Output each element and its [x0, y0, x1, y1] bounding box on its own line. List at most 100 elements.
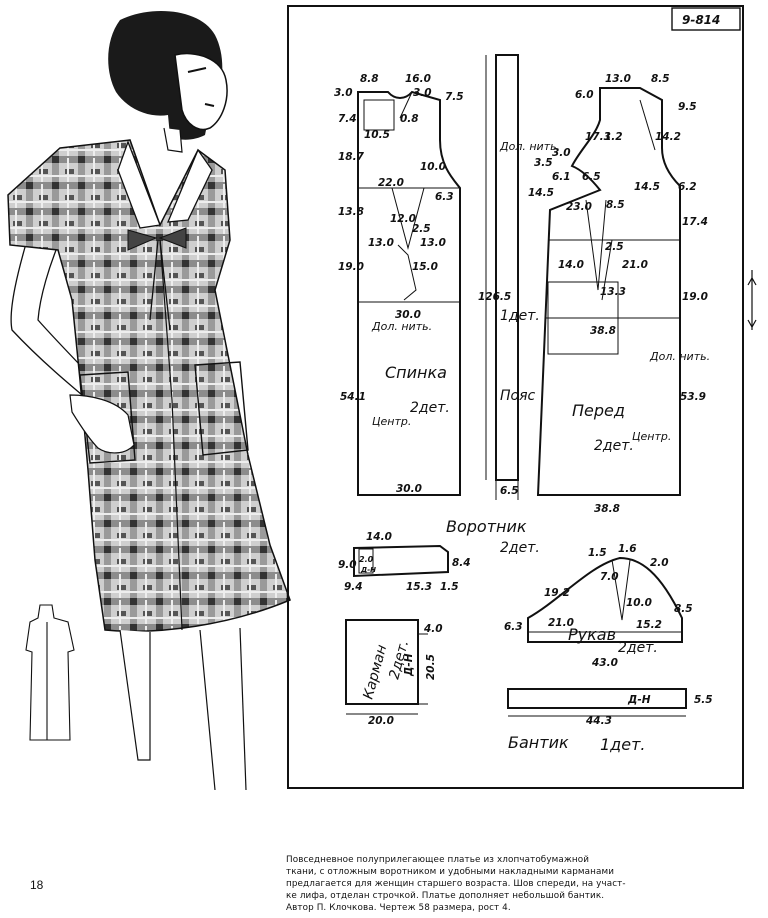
pocket-dim-20-0: 20.0 — [368, 715, 394, 727]
sleeve-dim-1-5: 1.5 — [588, 547, 607, 559]
sleeve-dim-10-0: 10.0 — [626, 597, 652, 609]
sleeve-dim-1-6: 1.6 — [618, 543, 637, 555]
front-dim-9-5: 9.5 — [678, 101, 697, 113]
back-dim-18-7: 18.7 — [338, 151, 365, 163]
collar-dim-9-0: 9.0 — [338, 559, 357, 571]
belt-grain-label: Дол. нить. — [499, 140, 560, 153]
page-number: 18 — [30, 878, 44, 892]
front-dim-8-5a: 8.5 — [651, 73, 670, 85]
back-dim-8-8: 8.8 — [360, 73, 379, 85]
collar-dim-9-4: 9.4 — [344, 581, 363, 593]
pocket-dim-20-5: 20.5 — [425, 654, 437, 680]
back-dim-3-0b: 3.0 — [413, 87, 432, 99]
back-dim-54-1: 54.1 — [340, 391, 366, 403]
back-count: 2дет. — [410, 400, 450, 416]
front-name: Перед — [572, 401, 625, 420]
sheet-frame — [287, 5, 744, 789]
back-dim-7-5: 7.5 — [445, 91, 464, 103]
collar-dim-2-0: 2.0 — [359, 555, 374, 564]
caption-line: Автор П. Клочкова. Чертеж 58 размера, ро… — [286, 903, 511, 913]
caption-line: Повседневное полуприлегающее платье из х… — [286, 855, 590, 865]
front-dim-38-8b: 38.8 — [594, 503, 620, 515]
collar-count: 2дет. — [500, 540, 540, 556]
pocket-mark: Д-Н — [403, 653, 415, 677]
front-dim-6-5: 6.5 — [582, 171, 601, 183]
front-dim-13-0: 13.0 — [605, 73, 631, 85]
front-dim-8-5b: 8.5 — [606, 199, 625, 211]
belt-dim-width: 6.5 — [500, 485, 519, 497]
sleeve-dim-8-5: 8.5 — [674, 603, 693, 615]
front-dim-3-0: 3.0 — [552, 147, 571, 159]
front-piece: 13.0 8.5 6.0 9.5 17.3 1.2 14.2 3.5 3.0 6… — [528, 73, 710, 515]
front-dim-14-5a: 14.5 — [528, 187, 554, 199]
belt-count: 1дет. — [500, 308, 540, 324]
collar-piece: Воротник 2дет. 14.0 9.0 2.0 Д-Н 8.4 9.4 … — [338, 517, 540, 593]
front-count: 2дет. — [594, 438, 634, 454]
sleeve-dim-7-0: 7.0 — [600, 571, 619, 583]
front-dim-6-1: 6.1 — [552, 171, 571, 183]
front-dim-6-2: 6.2 — [678, 181, 697, 193]
back-dim-6-3: 6.3 — [435, 191, 454, 203]
caption-line: предлагается для женщин старшего возраст… — [286, 879, 626, 889]
pocket-dim-4-0: 4.0 — [423, 623, 443, 635]
model-head — [108, 11, 228, 153]
sheet-code: 9-814 — [682, 13, 720, 27]
bow-dim-5-5: 5.5 — [694, 694, 713, 706]
fashion-illustration — [7, 11, 291, 790]
front-grain-label: Дол. нить. — [649, 350, 710, 363]
back-dim-7-4: 7.4 — [338, 113, 357, 125]
back-dim-2-5: 2.5 — [412, 223, 431, 235]
model-legs — [119, 627, 247, 790]
back-dim-12-0: 12.0 — [390, 213, 416, 225]
caption-line: ткани, с отложным воротником и удобными … — [286, 867, 615, 877]
back-name: Спинка — [385, 363, 447, 382]
pocket-piece: Карман 2дет. Д-Н 4.0 20.5 20.0 — [345, 619, 443, 727]
back-dim-10-0: 10.0 — [420, 161, 446, 173]
code-box — [671, 7, 741, 31]
collar-dim-8-4: 8.4 — [452, 557, 471, 569]
sleeve-dim-6-3: 6.3 — [504, 621, 523, 633]
front-dim-17-4: 17.4 — [682, 216, 708, 228]
collar-dim-14-0: 14.0 — [366, 531, 392, 543]
front-dim-38-8a: 38.8 — [590, 325, 616, 337]
bow-piece: Д-Н 5.5 44.3 Бантик 1дет. — [507, 688, 713, 754]
dress-body — [7, 139, 291, 632]
front-dim-14-5b: 14.5 — [634, 181, 660, 193]
front-dim-14-0: 14.0 — [558, 259, 584, 271]
back-dim-19-0: 19.0 — [338, 261, 364, 273]
collar-name: Воротник — [446, 517, 527, 536]
belt-name: Пояс — [500, 388, 536, 404]
sleeve-dim-21-0: 21.0 — [548, 617, 574, 629]
belt-dim-length: 126.5 — [478, 291, 511, 303]
back-dim-0-8: 0.8 — [400, 113, 419, 125]
model-hand — [69, 394, 135, 454]
bow-name: Бантик — [508, 733, 569, 752]
front-dim-53-9: 53.9 — [680, 391, 706, 403]
front-dim-6-0: 6.0 — [575, 89, 594, 101]
back-dim-13-8: 13.8 — [338, 206, 364, 218]
front-center-label: Центр. — [632, 430, 671, 443]
collar-mark: Д-Н — [360, 566, 376, 574]
pattern-sheet: 9-814 8.8 16.0 3.0 3.0 7.5 7.4 10.5 0.8 … — [287, 5, 757, 789]
back-dim-10-5: 10.5 — [364, 129, 390, 141]
front-dim-14-2: 14.2 — [655, 131, 681, 143]
back-view-sketch — [25, 604, 75, 741]
front-dim-3-5: 3.5 — [534, 157, 553, 169]
belt-piece: 126.5 6.5 Пояс 1дет. Дол. нить. — [478, 54, 560, 500]
back-dim-15-0: 15.0 — [412, 261, 438, 273]
back-dim-30-0b: 30.0 — [396, 483, 422, 495]
front-dim-23-0: 23.0 — [566, 201, 592, 213]
back-dim-22-0: 22.0 — [378, 177, 404, 189]
front-dim-21-0: 21.0 — [622, 259, 648, 271]
front-dim-13-3: 13.3 — [600, 286, 626, 298]
front-dim-19-0: 19.0 — [682, 291, 708, 303]
back-piece: 8.8 16.0 3.0 3.0 7.5 7.4 10.5 0.8 18.7 1… — [334, 73, 464, 496]
back-dim-13-0a: 13.0 — [368, 237, 394, 249]
bow-dim-44-3: 44.3 — [585, 715, 612, 727]
back-grain-label: Дол. нить. — [371, 320, 432, 333]
sleeve-dim-19-2: 19.2 — [544, 587, 570, 599]
bow-mark: Д-Н — [627, 694, 651, 706]
front-dim-2-5: 2.5 — [605, 241, 624, 253]
back-dim-16-0: 16.0 — [405, 73, 431, 85]
pocket-name: Карман — [360, 643, 390, 701]
